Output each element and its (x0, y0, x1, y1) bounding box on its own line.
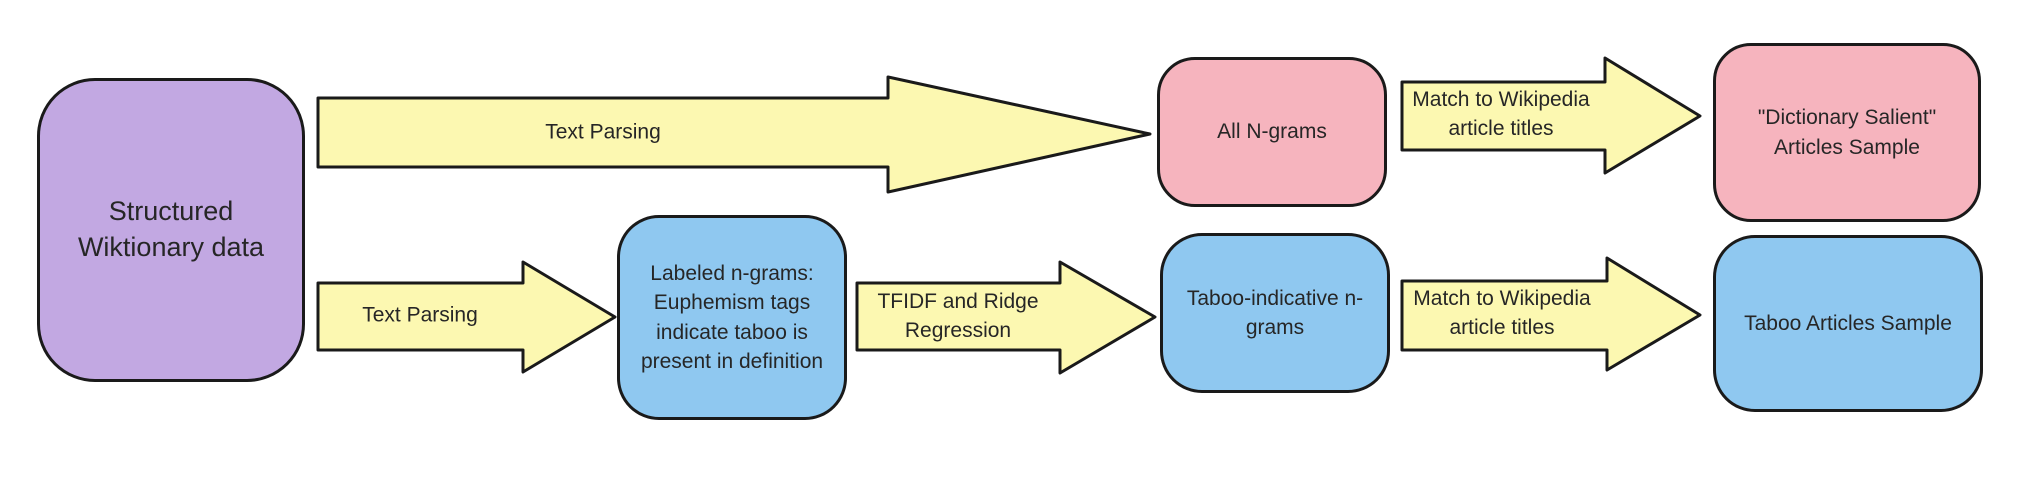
arrow-text-parsing-top (316, 75, 1152, 194)
node-taboo-articles-sample: Taboo Articles Sample (1713, 235, 1983, 412)
arrow-match-to-wikipedia-bottom (1400, 256, 1702, 372)
arrow-tfidf-ridge-regression (855, 260, 1157, 375)
arrow-text-parsing-bottom (316, 260, 617, 374)
node-labeled-n-grams: Labeled n-grams: Euphemism tags indicate… (617, 215, 847, 420)
arrow-match-to-wikipedia-top (1400, 56, 1702, 175)
node-dictionary-salient-articles-sample: "Dictionary Salient" Articles Sample (1713, 43, 1981, 222)
node-all-n-grams: All N-grams (1157, 57, 1387, 207)
node-taboo-indicative-n-grams: Taboo-indicative n- grams (1160, 233, 1390, 393)
node-structured-wiktionary-data: Structured Wiktionary data (37, 78, 305, 382)
